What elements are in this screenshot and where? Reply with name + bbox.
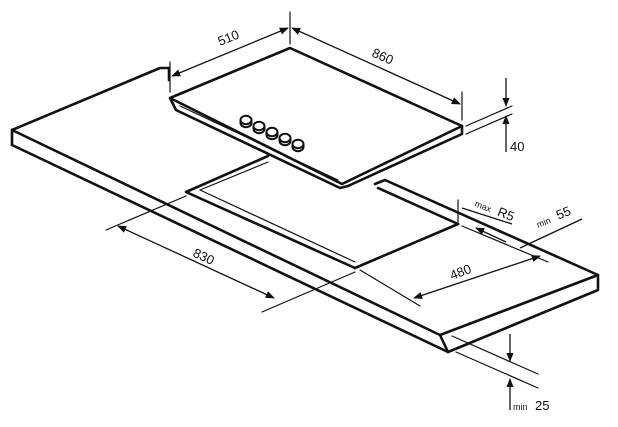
hob-top-surface <box>168 46 464 186</box>
cutout-right-edge <box>376 186 460 226</box>
dimension-cutout-depth: 480 <box>359 225 549 307</box>
label-cutout-width: 830 <box>191 245 217 268</box>
label-hob-height: 40 <box>510 139 524 154</box>
hob-knobs <box>239 114 305 153</box>
dimension-hob-depth: 510 <box>169 11 291 93</box>
countertop-corner-edge <box>438 333 450 354</box>
hob-bottom-edge <box>168 96 350 190</box>
knob-icon <box>239 114 253 129</box>
label-counter-thickness-value: 25 <box>535 398 549 413</box>
label-corner-radius: max R5 <box>473 194 517 225</box>
hob-side-line <box>179 105 339 181</box>
cutout-front-edge <box>353 222 460 270</box>
hob <box>168 46 464 190</box>
cutout-inner-floor <box>199 189 356 263</box>
cutout-left-edges <box>184 154 357 270</box>
knob-icon <box>265 126 279 141</box>
countertop-front-top-edge <box>10 128 442 337</box>
dimension-hob-width: 860 <box>291 27 463 121</box>
label-hob-depth: 510 <box>216 27 242 49</box>
cutout-opening <box>184 154 460 270</box>
countertop-back-right-inner <box>373 178 387 186</box>
label-counter-thickness: min 25 <box>513 397 549 414</box>
dimension-cutout-width: 830 <box>105 195 356 313</box>
dimension-hob-height: 40 <box>465 78 524 154</box>
dimension-counter-thickness: min 25 <box>451 334 549 414</box>
knob-icon <box>252 120 266 135</box>
label-corner-radius-value: R5 <box>496 204 517 224</box>
hob-right-edge <box>346 124 464 188</box>
cutout-inner-wall <box>199 161 269 191</box>
knob-icon <box>278 132 292 147</box>
countertop-front-bottom-edge <box>10 143 450 354</box>
label-edge-distance-prefix: min <box>535 215 552 230</box>
countertop-left-edge <box>10 66 171 147</box>
countertop-right-side <box>438 273 600 354</box>
countertop-back-right-edge <box>383 178 600 277</box>
knob-icon <box>291 138 305 153</box>
label-edge-distance-value: 55 <box>554 203 573 222</box>
label-counter-thickness-prefix: min <box>513 402 528 412</box>
label-hob-width: 860 <box>370 45 396 68</box>
label-edge-distance: min 55 <box>533 202 573 231</box>
annotation-corner-radius: max R5 <box>457 194 517 225</box>
label-cutout-depth: 480 <box>448 261 474 283</box>
